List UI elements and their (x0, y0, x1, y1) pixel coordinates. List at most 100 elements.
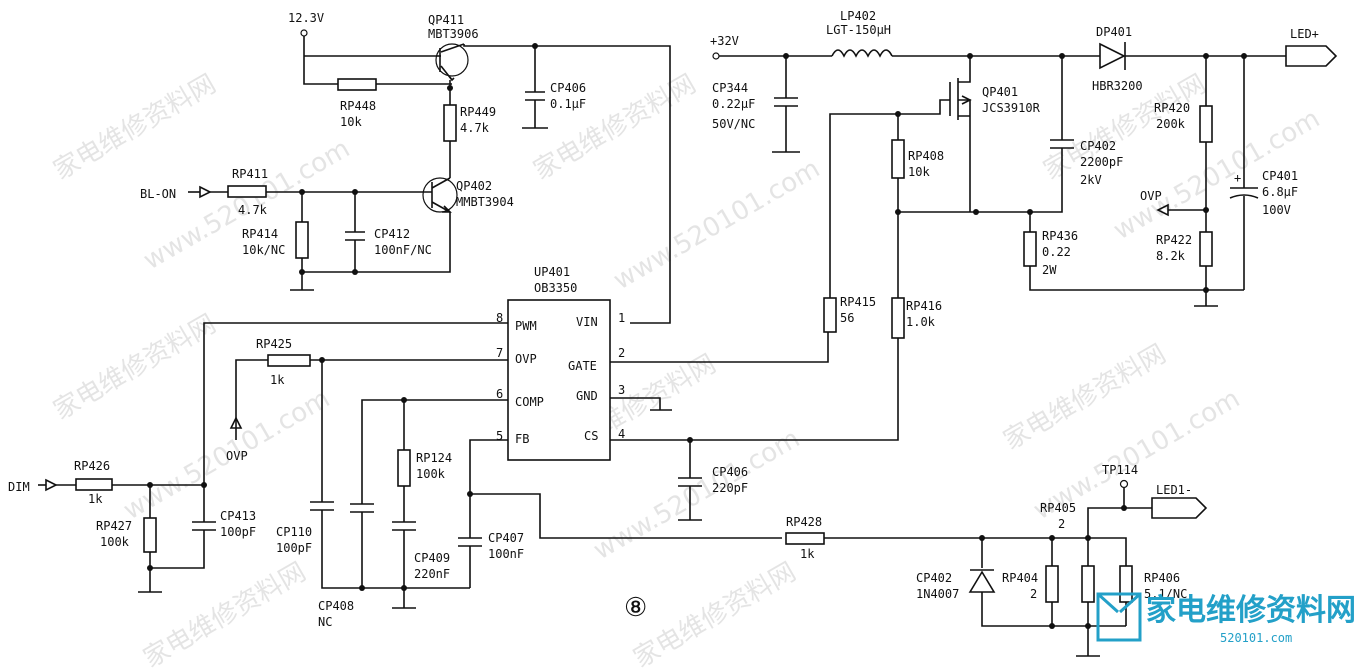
resistor-rp404 (1045, 565, 1059, 603)
value-cp406b: 220pF (712, 481, 748, 495)
ref-cp402a: CP402 (1080, 139, 1116, 153)
watermark: www.520101.com (589, 424, 806, 566)
value-rp404: 2 (1030, 587, 1037, 601)
ref-rp422: RP422 (1156, 233, 1192, 247)
transistor-qp411 (435, 43, 535, 82)
ref-rp408: RP408 (908, 149, 944, 163)
figure-number: ⑧ (624, 593, 647, 623)
value-rp414: 10k/NC (242, 243, 285, 257)
resistor-rp124 (397, 449, 411, 487)
diode-dp401 (1099, 42, 1126, 70)
value-rp448: 10k (340, 115, 362, 129)
value-rp436: 0.22 (1042, 245, 1071, 259)
port-led-plus: LED+ (1290, 27, 1319, 41)
value-qp402: MMBT3904 (456, 195, 514, 209)
ref-rp436: RP436 (1042, 229, 1078, 243)
supply-label-32v: +32V (710, 34, 739, 48)
ref-dp401: DP401 (1096, 25, 1132, 39)
ref-rp427: RP427 (96, 519, 132, 533)
ref-rp124: RP124 (416, 451, 452, 465)
value-rp124: 100k (416, 467, 446, 481)
value-rp428: 1k (800, 547, 815, 561)
value-cp407: 100nF (488, 547, 524, 561)
ref-lp402: LP402 (840, 9, 876, 23)
value-cp402a: 2200pF (1080, 155, 1123, 169)
port-ovp-in: OVP (226, 449, 248, 463)
ref-cp401: CP401 (1262, 169, 1298, 183)
value-rp416: 1.0k (906, 315, 936, 329)
resistor-rp416 (891, 297, 905, 339)
port-led1-minus: LED1- (1156, 483, 1192, 497)
transistor-qp402 (300, 177, 458, 273)
value-cp409: 220nF (414, 567, 450, 581)
inductor-lp402 (831, 49, 893, 58)
resistor-rp449 (443, 104, 457, 142)
value-cp344: 0.22μF (712, 97, 755, 111)
ref-cp407: CP407 (488, 531, 524, 545)
ref-qp401: QP401 (982, 85, 1018, 99)
watermark: www.520101.com (609, 154, 826, 296)
resistor-rp405 (1081, 565, 1095, 603)
ref-rp414: RP414 (242, 227, 278, 241)
resistor-rp414 (295, 221, 309, 259)
ref-qp402: QP402 (456, 179, 492, 193)
port-led-plus-shape (1285, 45, 1338, 67)
value-cp413: 100pF (220, 525, 256, 539)
ic-pin-name-left: PWM (515, 319, 537, 333)
mosfet-qp401 (829, 56, 972, 298)
ic-up401: UP401 OB3350 PWM OVP COMP FB 8 7 6 5 VIN… (496, 265, 899, 521)
led-return-section: RP428 1k CP402 1N4007 RP404 2 RP405 2 RP… (785, 463, 1208, 657)
value-qp411: MBT3906 (428, 27, 479, 41)
site-logo: 家电维修资料网 520101.com (1096, 592, 1356, 645)
ref-rp449: RP449 (460, 105, 496, 119)
ref-qp411: QP411 (428, 13, 464, 27)
ref-rp448: RP448 (340, 99, 376, 113)
value-rp422: 8.2k (1156, 249, 1186, 263)
value-rp415: 56 (840, 311, 854, 325)
logo-text: 家电维修资料网 (1146, 593, 1356, 628)
value-rp411: 4.7k (238, 203, 268, 217)
ref-cp409: CP409 (414, 551, 450, 565)
value-rp425: 1k (270, 373, 285, 387)
resistor-rp436 (1023, 231, 1037, 267)
value-rp420: 200k (1156, 117, 1186, 131)
value-lp402: LGT-150μH (826, 23, 891, 37)
port-ovp-out: OVP (1140, 189, 1162, 203)
value-rp449: 4.7k (460, 121, 490, 135)
value-cp406a: 0.1μF (550, 97, 586, 111)
ic-pin-name-right: GATE (568, 359, 597, 373)
ref-rp420: RP420 (1154, 101, 1190, 115)
ref-rp428: RP428 (786, 515, 822, 529)
ref-cp344: CP344 (712, 81, 748, 95)
ic-pin-name-left: COMP (515, 395, 544, 409)
watermark-layer: 家电维修资料网 www.520101.com 家电维修资料网 www.52010… (49, 69, 1326, 668)
resistor-rp422 (1199, 231, 1213, 267)
supply-terminal-32v (712, 52, 720, 60)
value-rp426: 1k (88, 492, 103, 506)
ic-pin-number: 6 (496, 387, 503, 401)
port-dim: DIM (8, 480, 30, 494)
ref-cp408: CP408 (318, 599, 354, 613)
value-cp401: 6.8μF (1262, 185, 1298, 199)
ic-ref: UP401 (534, 265, 570, 279)
dim-ovp-comp-section: RP425 1k OVP CP110 100pF CP408 NC RP124 … (8, 322, 782, 629)
supply-label-12v3: 12.3V (288, 11, 324, 25)
ic-pin-number: 4 (618, 427, 625, 441)
ic-pin-number: 3 (618, 383, 625, 397)
ic-pin-number: 7 (496, 346, 503, 360)
ref-cp406b: CP406 (712, 465, 748, 479)
test-point-tp114 (1119, 479, 1129, 489)
ic-body (507, 299, 611, 461)
logo-sub: 520101.com (1220, 631, 1292, 645)
resistor-rp426 (75, 478, 113, 491)
resistor-rp425 (267, 354, 311, 367)
bl-on-switch-section: 12.3V QP411 MBT3906 RP448 10k RP449 4.7k… (140, 11, 671, 324)
ref-rp411: RP411 (232, 167, 268, 181)
watermark: 家电维修资料网 (49, 309, 222, 426)
boost-section: +32V CP344 0.22μF 50V/NC LP402 LGT-150μH… (710, 9, 1338, 339)
value-rp406: 5.1/NC (1144, 587, 1187, 601)
resistor-rp428 (785, 532, 825, 545)
value2-cp401: 100V (1262, 203, 1291, 217)
resistor-rp420 (1199, 105, 1213, 143)
ref-rp405: RP405 (1040, 501, 1076, 515)
